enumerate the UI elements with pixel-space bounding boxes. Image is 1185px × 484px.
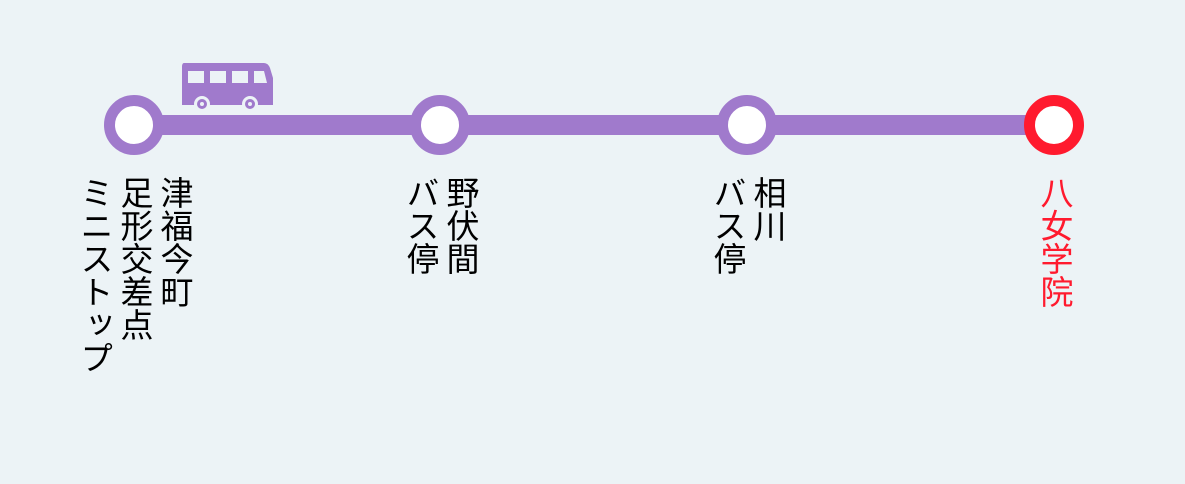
stop-label-line: 八女学院 (1035, 176, 1074, 308)
stop-label-2: 野伏間 バス停 (400, 176, 480, 275)
stop-label-line: バス停 (401, 176, 440, 275)
stop-label-line: 野伏間 (441, 176, 480, 275)
stop-label-line: 足形交差点 (115, 176, 154, 341)
stop-label-3: 相川 バス停 (707, 176, 787, 275)
bus-icon (182, 63, 273, 112)
stop-marker-1[interactable] (104, 95, 164, 155)
route-line (134, 115, 1054, 135)
stop-label-1: 津福今町 足形交差点 ミニストップ (74, 176, 194, 374)
stop-marker-destination[interactable] (1024, 95, 1084, 155)
stop-label-line: 津福今町 (155, 176, 194, 308)
stop-label-line: ミニストップ (75, 176, 114, 374)
stop-label-line: 相川 (748, 176, 787, 242)
stop-marker-2[interactable] (410, 95, 470, 155)
stop-marker-3[interactable] (717, 95, 777, 155)
stop-label-line: バス停 (708, 176, 747, 275)
stop-label-destination: 八女学院 (1034, 176, 1074, 308)
